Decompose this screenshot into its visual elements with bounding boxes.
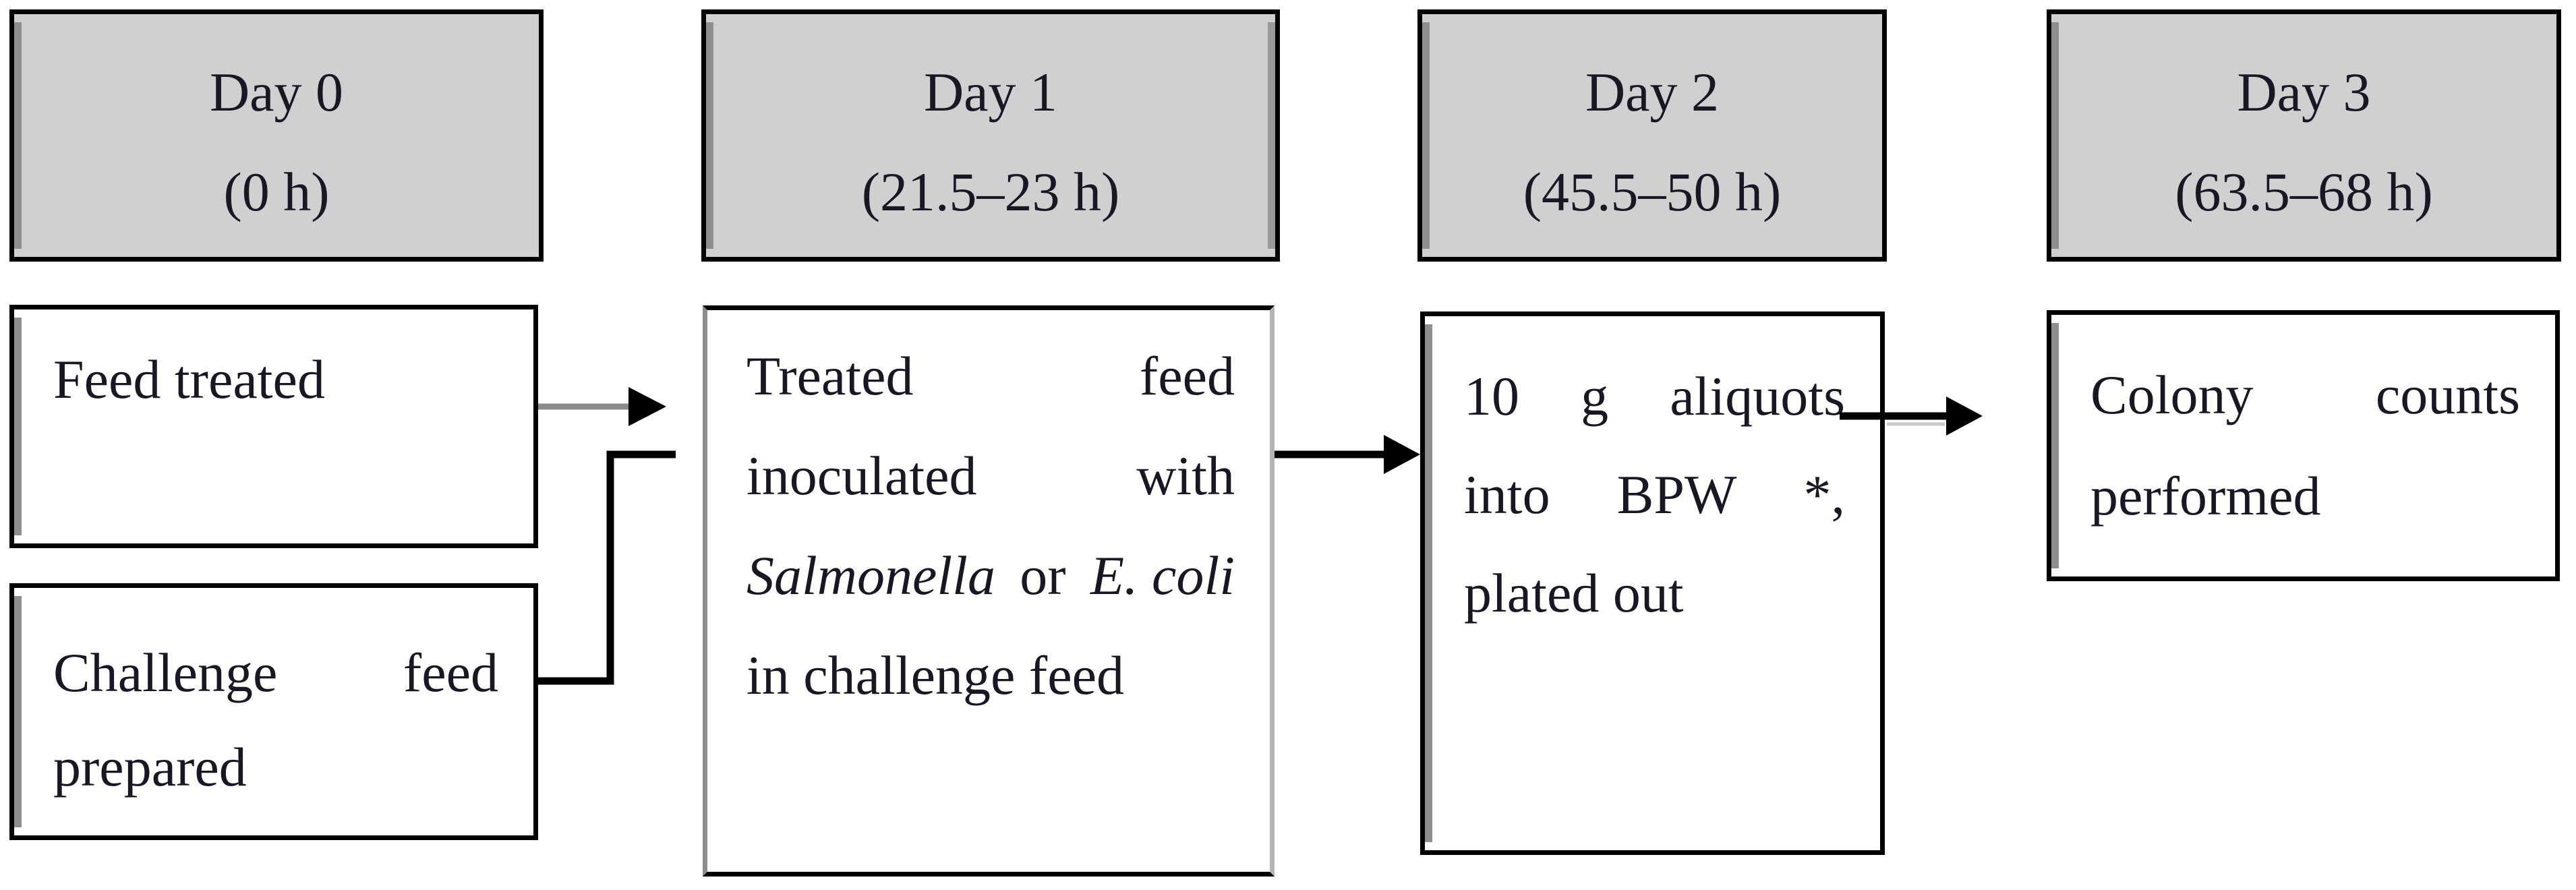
aliquots-word: BPW [1616,464,1737,525]
day1-header-time: (21.5–23 h) [861,161,1120,222]
inoculated-word: feed [1139,345,1235,407]
challenge-feed-word: feed [403,642,498,703]
inoculated-word: with [1136,445,1235,506]
colony-line2: performed [2090,465,2321,527]
inoculated-word: or [1020,545,1066,606]
day1-header: Day 1 (21.5–23 h) [701,9,1280,262]
feed-treated-box: Feed treated [9,305,538,548]
day0-header: Day 0 (0 h) [9,9,544,262]
day0-header-time: (0 h) [223,161,330,222]
challenge-feed-word: Challenge [53,642,278,703]
challenge-feed-line1: Challenge feed [53,626,498,720]
aliquots-word: aliquots [1670,365,1845,427]
arrow-feed-treated-to-inoculated [538,387,666,426]
day1-header-title: Day 1 [923,61,1058,123]
colony-line1: Colony counts [2090,345,2520,446]
arrowhead-right-icon [1946,396,1983,436]
salmonella-italic: Salmonella [747,545,995,606]
inoculated-line2: inoculated with [747,426,1235,526]
day3-header-time: (63.5–68 h) [2175,161,2433,222]
ecoli-italic: E. coli [1090,545,1235,606]
aliquots-word: *, [1803,464,1846,525]
feed-treated-text: Feed treated [53,349,325,410]
day0-header-title: Day 0 [209,61,344,123]
inoculated-line1: Treated feed [747,326,1235,426]
day3-header-title: Day 3 [2237,61,2371,123]
day2-header-time: (45.5–50 h) [1523,161,1782,222]
day2-header: Day 2 (45.5–50 h) [1417,9,1887,262]
colony-word: counts [2375,364,2520,425]
inoculated-line4: in challenge feed [747,645,1125,706]
elbow-connector-line [538,450,676,685]
challenge-feed-line2: prepared [53,736,247,798]
aliquots-box: 10 g aliquots into BPW *, plated out [1420,312,1885,855]
inoculated-word: inoculated [747,445,977,506]
inoculated-feed-box: Treated feed inoculated with Salmonella … [703,305,1275,877]
day2-header-title: Day 2 [1585,61,1720,123]
aliquots-word: 10 [1464,365,1519,427]
arrow-inoculated-to-aliquots [1275,435,1420,474]
challenge-feed-box: Challenge feed prepared [9,583,538,840]
aliquots-line2: into BPW *, [1464,446,1845,544]
inoculated-word: Treated [747,345,914,407]
inoculated-line3: Salmonella or E. coli [747,526,1235,626]
arrowhead-right-icon [1384,435,1420,474]
arrowhead-right-icon [628,387,666,426]
connector-challenge-feed-to-inoculated [538,450,676,685]
aliquots-word: into [1464,464,1550,525]
aliquots-line1: 10 g aliquots [1464,347,1845,446]
aliquots-word: g [1581,365,1609,427]
day3-header: Day 3 (63.5–68 h) [2047,9,2561,262]
aliquots-line3: plated out [1464,562,1684,624]
colony-word: Colony [2090,364,2254,425]
colony-counts-box: Colony counts performed [2047,310,2560,581]
